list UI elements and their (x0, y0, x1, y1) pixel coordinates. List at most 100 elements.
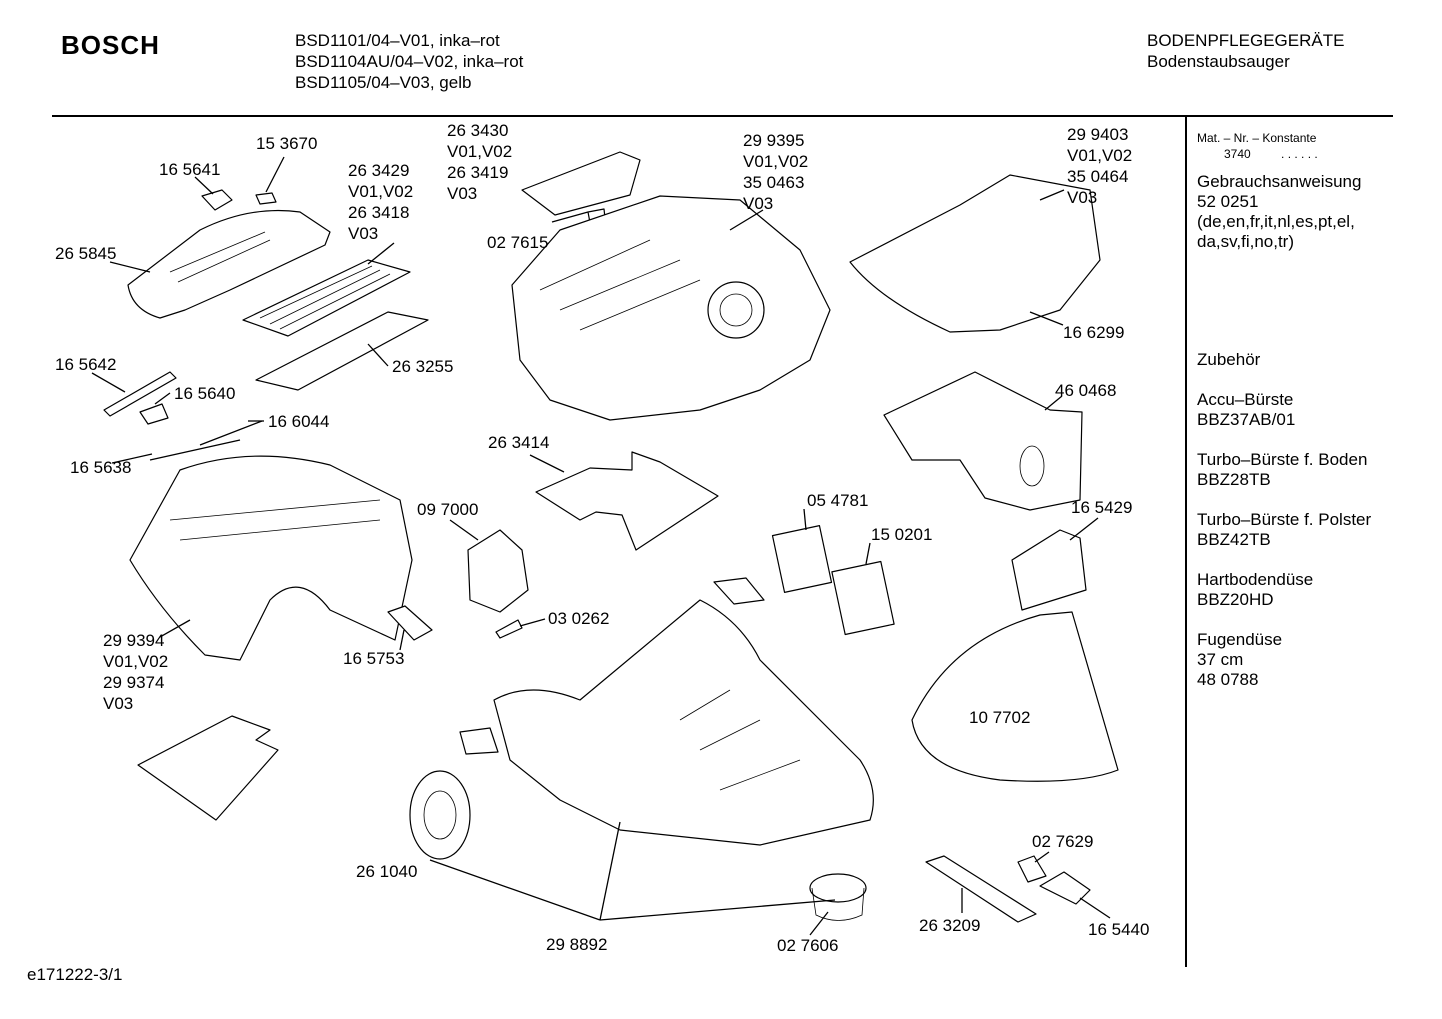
part-label-165642: 16 5642 (55, 355, 117, 374)
model-line: BSD1104AU/04–V02, inka–rot (295, 52, 524, 71)
accessory-item: Turbo–Bürste f. Polster BBZ42TB (1197, 510, 1371, 550)
accessory-item: Accu–Bürste BBZ37AB/01 (1197, 390, 1295, 430)
part-variant: V01,V02 (743, 152, 809, 171)
part-label-030262: 03 0262 (548, 609, 610, 628)
accessory-item: Fugendüse 37 cm 48 0788 (1197, 630, 1282, 690)
sidebar-divider (1185, 117, 1187, 967)
mat-number-label: Mat. – Nr. – Konstante (1197, 131, 1317, 145)
cover-plate-part (535, 451, 719, 551)
part-label-165753: 16 5753 (343, 649, 405, 668)
pin-part (495, 619, 523, 639)
part-variant: V03 (348, 224, 379, 243)
model-list: BSD1101/04–V01, inka–rot BSD1104AU/04–V0… (295, 30, 523, 93)
part-label-054781: 05 4781 (807, 491, 869, 510)
accessory-item: Hartbodendüse BBZ20HD (1197, 570, 1313, 610)
part-number: 29 9374 (103, 673, 165, 692)
accessory-number: BBZ28TB (1197, 470, 1271, 489)
small-bar-part (713, 577, 765, 605)
spring-wire-part (199, 420, 263, 446)
part-label-261040: 26 1040 (356, 862, 418, 881)
filter-pad-part (255, 311, 429, 391)
mat-number-dots: . . . . . . (1281, 147, 1318, 161)
part-label-097000: 09 7000 (417, 500, 479, 519)
part-label-265845: 26 5845 (55, 244, 117, 263)
manual-languages: da,sv,fi,no,tr) (1197, 232, 1294, 251)
leader-lines (91, 156, 1111, 936)
accessory-name: Turbo–Bürste f. Polster (1197, 510, 1372, 529)
part-label-165641: 16 5641 (159, 160, 221, 179)
wheel-part (409, 770, 471, 860)
bag-cover-part (849, 174, 1101, 333)
part-variant: V01,V02 (348, 182, 414, 201)
part-label-166299: 16 6299 (1063, 323, 1125, 342)
part-label-165638: 16 5638 (70, 458, 132, 477)
brand-logo: BOSCH (61, 30, 160, 60)
category-main: BODENPFLEGEGERÄTE (1147, 31, 1345, 50)
part-variant: V01,V02 (103, 652, 169, 671)
latch-part (139, 403, 169, 425)
part-variant: V03 (743, 194, 774, 213)
header-divider (52, 115, 1393, 117)
part-label-153670: 15 3670 (256, 134, 318, 153)
part-label-298892: 29 8892 (546, 935, 608, 954)
filter-sheet-part (831, 560, 895, 636)
part-label-263414: 26 3414 (488, 433, 550, 452)
part-number: 26 3418 (348, 203, 410, 222)
part-label-263255: 26 3255 (392, 357, 454, 376)
part-number: 26 3419 (447, 163, 509, 182)
part-number: 26 3430 (447, 121, 509, 140)
top-cover-part (521, 151, 641, 216)
accessory-number: 48 0788 (1197, 670, 1259, 689)
bracket-part (1011, 529, 1087, 611)
crevice-bar-part (925, 855, 1037, 923)
accessory-item: Turbo–Bürste f. Boden BBZ28TB (1197, 450, 1367, 490)
part-label-263429: 26 3429 V01,V02 26 3418 V03 (348, 160, 413, 244)
gasket-part (911, 611, 1119, 782)
small-clip-part (201, 189, 233, 211)
manual-languages: (de,en,fr,it,nl,es,pt,el, (1197, 212, 1355, 231)
drawing-code: e171222-3/1 (27, 965, 123, 984)
caster-part (809, 873, 867, 903)
accessory-number: BBZ42TB (1197, 530, 1271, 549)
accessory-number: BBZ20HD (1197, 590, 1274, 609)
part-number: 35 0463 (743, 173, 805, 192)
accessory-name: Accu–Bürste (1197, 390, 1294, 409)
lid-cover-part (127, 209, 331, 319)
accessory-name: Hartbodendüse (1197, 570, 1314, 589)
filter-sheet-part (771, 525, 833, 593)
manual-title: Gebrauchsanweisung (1197, 172, 1362, 191)
part-label-460468: 46 0468 (1055, 381, 1117, 400)
part-label-165640: 16 5640 (174, 384, 236, 403)
clip-part (1017, 855, 1047, 883)
small-block-part (255, 192, 277, 205)
part-number: 35 0464 (1067, 167, 1129, 186)
clip-part (387, 605, 433, 641)
main-body-part (511, 195, 831, 421)
filter-frame-part (467, 529, 529, 613)
part-label-107702: 10 7702 (969, 708, 1031, 727)
part-label-166044: 16 6044 (268, 412, 330, 431)
part-label-027629: 02 7629 (1032, 832, 1094, 851)
spring-wire-part (149, 439, 241, 461)
manual-number: 52 0251 (1197, 192, 1259, 211)
lower-housing-part (129, 455, 413, 661)
category-sub: Bodenstaubsauger (1147, 52, 1290, 71)
part-variant: V01,V02 (447, 142, 513, 161)
mat-number-value: 3740 . . . . . . (1224, 147, 1318, 161)
manual-block: Gebrauchsanweisung 52 0251 (de,en,fr,it,… (1197, 172, 1361, 252)
small-block-part (459, 727, 499, 755)
base-chassis-part (493, 599, 874, 846)
accessory-name: Turbo–Bürste f. Boden (1197, 450, 1368, 469)
part-label-263430: 26 3430 V01,V02 26 3419 V03 (447, 120, 512, 204)
holder-part (1039, 871, 1091, 905)
accessory-number: BBZ37AB/01 (1197, 410, 1296, 429)
part-label-027606: 02 7606 (777, 936, 839, 955)
model-line: BSD1101/04–V01, inka–rot (295, 31, 500, 50)
part-label-299395: 29 9395 V01,V02 35 0463 V03 (743, 130, 808, 214)
handle-rod-part (103, 371, 177, 417)
dust-bag-part (883, 371, 1083, 511)
accessory-size: 37 cm (1197, 650, 1244, 669)
part-label-299403: 29 9403 V01,V02 35 0464 V03 (1067, 124, 1132, 208)
part-number: 29 9403 (1067, 125, 1129, 144)
part-variant: V03 (447, 184, 478, 203)
